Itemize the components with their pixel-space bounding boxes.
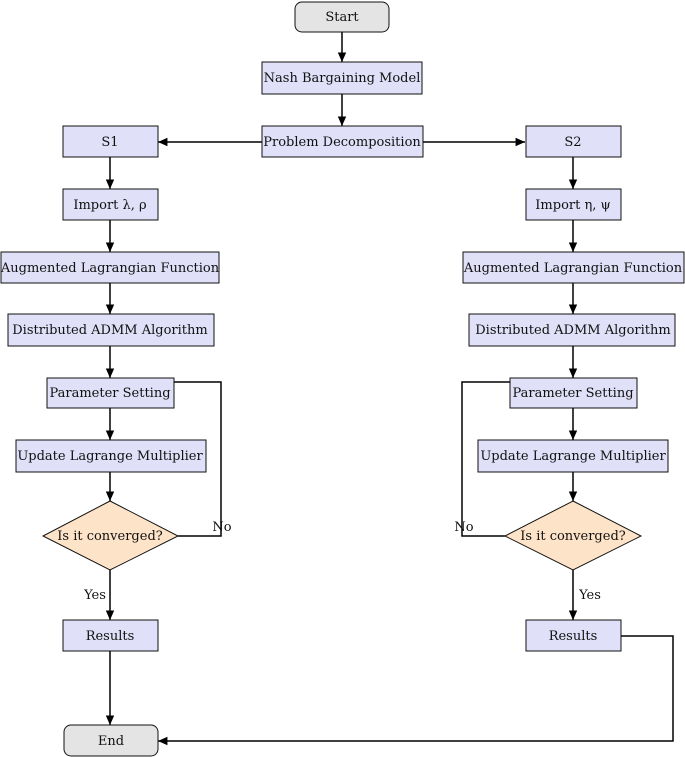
node-import-s1: Import λ, ρ xyxy=(62,188,159,221)
node-alf-s2-label: Augmented Lagrangian Function xyxy=(463,261,683,276)
no-label-s1: No xyxy=(212,520,231,535)
node-import-s2: Import η, ψ xyxy=(525,188,622,221)
node-decomp-label: Problem Decomposition xyxy=(263,135,421,150)
node-param-s2-label: Parameter Setting xyxy=(512,386,633,401)
node-admm-s1-label: Distributed ADMM Algorithm xyxy=(12,323,207,338)
node-s1-label: S1 xyxy=(101,135,118,150)
node-alf-s1-label: Augmented Lagrangian Function xyxy=(0,261,220,276)
node-results-s2-label: Results xyxy=(549,629,598,644)
yes-label-s1: Yes xyxy=(83,588,106,603)
yes-label-s2: Yes xyxy=(578,588,601,603)
node-nash-bargaining: Nash Bargaining Model xyxy=(261,61,423,95)
node-converged-decision-s1: Is it converged? xyxy=(41,500,180,571)
node-conv-s2-label: Is it converged? xyxy=(520,529,626,544)
node-s2-label: S2 xyxy=(564,135,581,150)
node-nash-label: Nash Bargaining Model xyxy=(264,71,421,86)
node-results-s1-label: Results xyxy=(86,629,135,644)
edge-results-end-s2 xyxy=(158,635,674,746)
node-start: Start xyxy=(294,1,390,33)
node-update-multiplier-s1: Update Lagrange Multiplier xyxy=(15,439,207,473)
node-conv-s1-label: Is it converged? xyxy=(57,529,163,544)
no-label-s2: No xyxy=(454,520,473,535)
node-param-s1-label: Parameter Setting xyxy=(49,386,170,401)
node-parameter-setting-s1: Parameter Setting xyxy=(46,377,175,409)
node-problem-decomposition: Problem Decomposition xyxy=(261,125,424,158)
node-results-s1: Results xyxy=(62,619,159,652)
node-start-label: Start xyxy=(325,10,359,25)
node-converged-decision-s2: Is it converged? xyxy=(503,500,643,571)
node-import-s1-label: Import λ, ρ xyxy=(73,198,146,213)
node-augmented-lagrangian-s2: Augmented Lagrangian Function xyxy=(462,251,685,284)
node-results-s2: Results xyxy=(525,619,622,652)
node-admm-s2: Distributed ADMM Algorithm xyxy=(468,313,676,347)
node-augmented-lagrangian-s1: Augmented Lagrangian Function xyxy=(0,251,220,284)
node-s1: S1 xyxy=(62,125,159,158)
node-end-label: End xyxy=(98,734,124,749)
node-s2: S2 xyxy=(525,125,622,158)
node-import-s2-label: Import η, ψ xyxy=(535,198,610,213)
node-admm-s2-label: Distributed ADMM Algorithm xyxy=(475,323,670,338)
node-update-s1-label: Update Lagrange Multiplier xyxy=(17,449,203,464)
node-update-multiplier-s2: Update Lagrange Multiplier xyxy=(477,439,669,473)
node-end: End xyxy=(63,724,159,757)
node-update-s2-label: Update Lagrange Multiplier xyxy=(480,449,666,464)
node-admm-s1: Distributed ADMM Algorithm xyxy=(7,313,215,347)
node-parameter-setting-s2: Parameter Setting xyxy=(509,377,638,409)
